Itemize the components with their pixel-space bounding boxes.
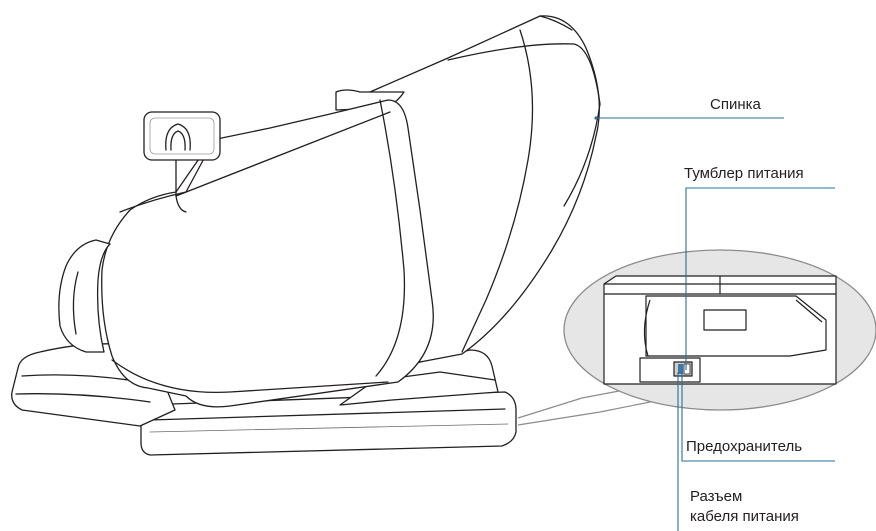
callout-lines — [517, 387, 661, 426]
label-backrest: Спинка — [710, 96, 761, 113]
label-power-connector-line1: Разъем — [690, 488, 743, 505]
tablet — [143, 111, 221, 161]
tablet-stand — [175, 159, 187, 213]
label-power-switch: Тумблер питания — [684, 165, 804, 182]
leader-fuse — [681, 372, 835, 462]
armrest — [58, 239, 111, 353]
label-plate — [703, 309, 747, 331]
leader-power-switch — [685, 187, 835, 370]
side-panel — [101, 99, 434, 408]
label-fuse: Предохранитель — [686, 438, 803, 455]
leader-lines — [596, 117, 835, 531]
massage-chair — [11, 15, 601, 456]
label-power-connector-line2: кабеля питания — [690, 508, 799, 525]
power-panel — [603, 275, 837, 385]
leader-dot — [594, 116, 598, 120]
